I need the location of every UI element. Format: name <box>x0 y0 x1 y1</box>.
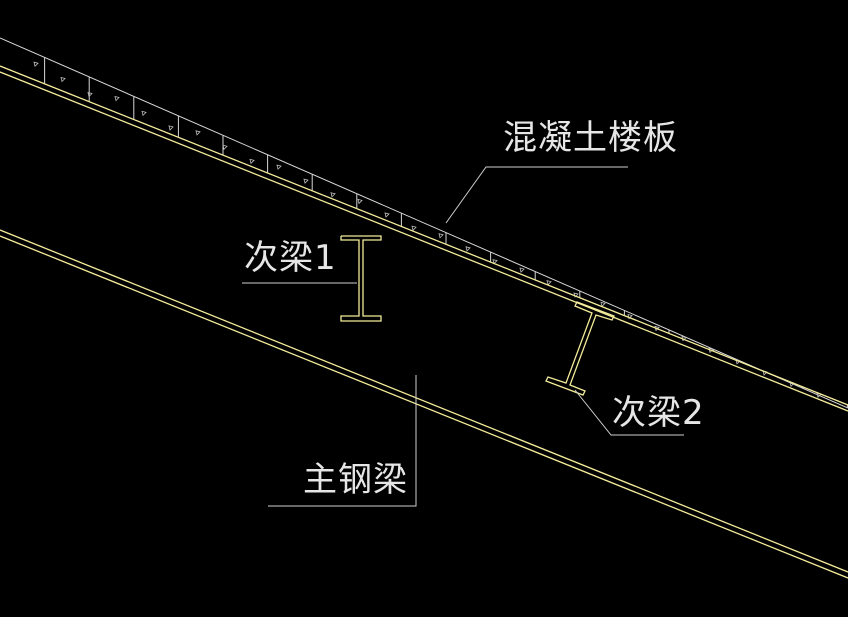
slab-aggregate-mark <box>168 125 174 131</box>
slab-aggregate-mark <box>249 158 255 165</box>
slab-aggregate-mark <box>465 246 471 252</box>
label-secondary-beam-1: 次梁1 <box>244 238 337 278</box>
label-main-steel-beam: 主钢梁 <box>303 460 408 500</box>
secondary-beam-2-section <box>545 301 615 396</box>
slab-bottom-edge-inner <box>0 71 848 412</box>
slab-aggregate-mark <box>195 130 201 136</box>
label-concrete-slab: 混凝土楼板 <box>503 118 678 158</box>
slab-aggregate-mark <box>141 110 147 117</box>
secondary-beam-1-section <box>340 235 382 322</box>
slab-aggregate-mark <box>276 164 282 170</box>
slab-aggregate-mark <box>627 313 633 320</box>
main-beam-line-upper <box>0 229 848 573</box>
slab-aggregate-mark <box>87 91 93 98</box>
leader-lines <box>242 166 684 507</box>
slab-aggregate-hatch <box>33 61 822 399</box>
slab-aggregate-mark <box>600 301 606 308</box>
slab-top-edge <box>0 37 848 409</box>
slab-aggregate-mark <box>222 144 228 151</box>
slab-aggregate-mark <box>384 212 390 218</box>
leader-main-beam <box>268 375 417 507</box>
slab-aggregate-mark <box>60 76 66 83</box>
slab-aggregate-mark <box>33 61 39 67</box>
slab-aggregate-mark <box>546 280 552 286</box>
label-secondary-beam-2: 次梁2 <box>612 393 705 433</box>
slab-aggregate-mark <box>357 198 363 205</box>
slab-aggregate-mark <box>519 267 525 273</box>
slab-bottom-edge-outer <box>0 65 848 406</box>
slab-aggregate-mark <box>411 225 417 231</box>
slab-aggregate-mark <box>303 178 309 184</box>
slab-aggregate-mark <box>492 259 498 265</box>
leader-slab <box>445 166 628 224</box>
slab-aggregate-mark <box>438 233 444 239</box>
slab-aggregate-mark <box>114 95 120 102</box>
slab-aggregate-mark <box>330 192 336 198</box>
leader-secondary-beam-2 <box>574 389 684 436</box>
main-beam-line-lower <box>0 235 848 579</box>
